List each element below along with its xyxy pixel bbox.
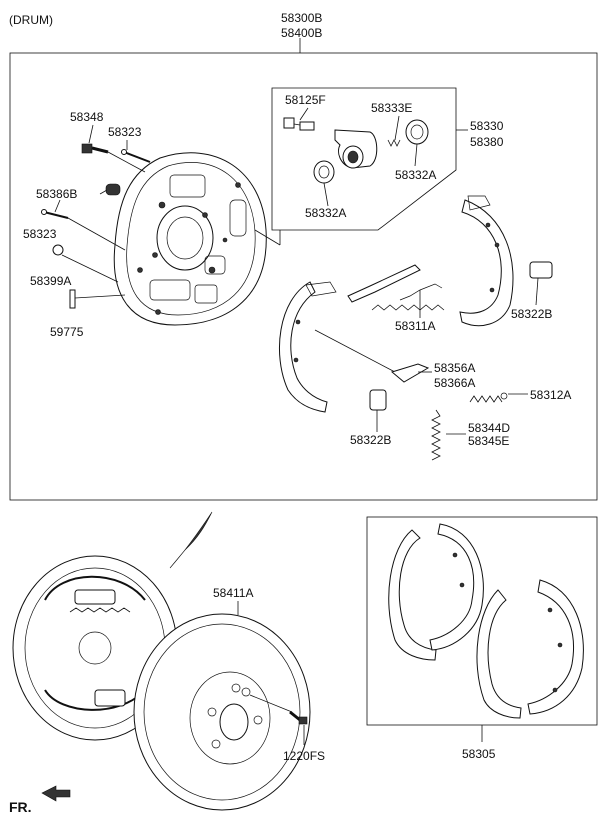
label-58305: 58305: [462, 747, 496, 761]
label-58333e: 58333E: [371, 101, 412, 115]
spring-58344d: [431, 409, 441, 461]
label-58344d: 58344D: [468, 421, 510, 435]
front-arrow-icon: [41, 785, 71, 802]
front-label: FR.: [9, 799, 32, 815]
brake-shoe-left: [278, 281, 337, 413]
screw-1220fs: [289, 710, 308, 725]
label-58399a: 58399A: [30, 274, 71, 288]
plug-58386b: [105, 183, 121, 196]
lever-58356a: [390, 363, 430, 383]
label-58356a: 58356A: [434, 361, 475, 375]
label-59775: 59775: [50, 325, 84, 339]
label-58312a: 58312A: [530, 388, 571, 402]
label-58332a-right: 58332A: [395, 168, 436, 182]
spring-58312a: [469, 392, 508, 403]
assembly-code-2: 58400B: [281, 26, 322, 40]
adjuster-58311a: [347, 264, 445, 311]
cup-58332a-right: [405, 119, 429, 145]
label-58323-upper: 58323: [108, 125, 142, 139]
bleeder-58125f: [283, 117, 315, 131]
label-58322b-right: 58322B: [511, 307, 552, 321]
backing-plate: [113, 152, 267, 326]
label-58348: 58348: [70, 110, 104, 124]
pin-59775: [69, 289, 76, 309]
label-58322b-left: 58322B: [350, 433, 391, 447]
label-58311a: 58311A: [395, 319, 435, 333]
label-58125f: 58125F: [285, 93, 326, 107]
label-58411a: 58411A: [213, 586, 253, 600]
brake-shoe-kit-58305: [388, 523, 584, 719]
assembly-code-1: 58300B: [281, 11, 322, 25]
wheel-cylinder: [334, 129, 378, 169]
label-58380: 58380: [470, 135, 504, 149]
brake-drum-58411a: [133, 613, 311, 811]
label-58366a: 58366A: [434, 376, 475, 390]
label-58330: 58330: [470, 119, 504, 133]
label-58323-lower: 58323: [23, 227, 57, 241]
bolt-58348: [81, 143, 109, 154]
cup-58332a-left: [313, 160, 335, 184]
variant-label: (DRUM): [9, 13, 53, 27]
label-1220fs: 1220FS: [283, 749, 325, 763]
label-58345e: 58345E: [468, 434, 509, 448]
pin-58323-upper: [121, 149, 151, 163]
spring-58333e: [387, 139, 401, 147]
label-58332a-left: 58332A: [305, 206, 346, 220]
pin-58323-lower: [41, 209, 69, 219]
main-assembly-frame: [9, 52, 598, 501]
cap-58399a: [52, 244, 64, 256]
wheel-cylinder-subframe: [271, 87, 457, 231]
brake-shoe-right: [459, 195, 514, 327]
label-58386b: 58386B: [36, 187, 77, 201]
detail-arrow: [169, 511, 213, 569]
clip-58322b-right: [529, 261, 553, 279]
clip-58322b-left: [369, 389, 387, 411]
